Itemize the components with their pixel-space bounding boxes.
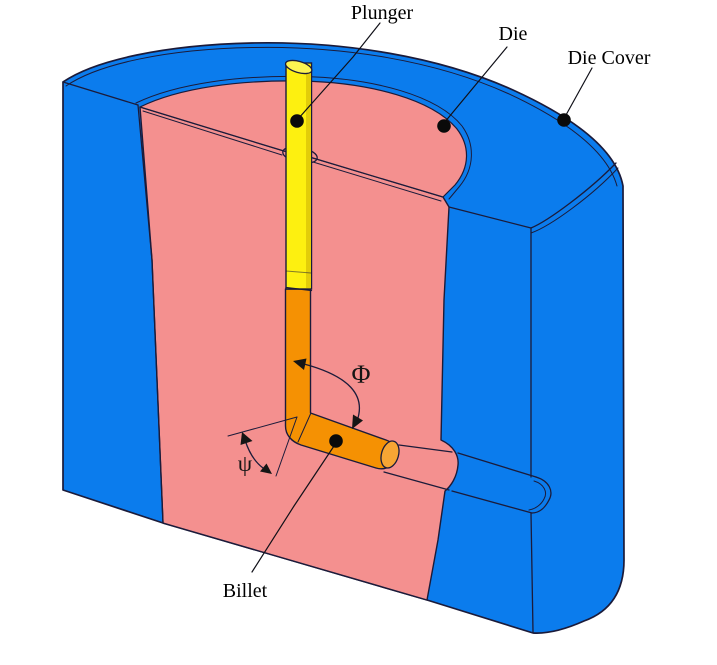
die-cover-marker-dot xyxy=(557,113,571,127)
exit-channel-pink-upper-line xyxy=(398,444,453,453)
plunger-top-cap xyxy=(284,59,313,75)
exit-channel-end-cap-outer xyxy=(531,476,552,514)
exit-channel-end-cap-inner xyxy=(528,480,547,511)
billet-label: Billet xyxy=(223,580,268,602)
exit-channel-groove-lower-line xyxy=(451,490,533,514)
cover-front-vertical-edge-lower xyxy=(530,512,534,633)
billet-bend-crease-line xyxy=(297,413,311,443)
plunger-label: Plunger xyxy=(351,2,414,24)
exit-channel-pink-lower-line xyxy=(383,471,450,491)
billet-marker-dot xyxy=(329,434,343,448)
psi-ray-lower xyxy=(275,416,298,477)
billet-end-cap xyxy=(380,440,400,469)
die-cover-label: Die Cover xyxy=(568,47,651,69)
exit-channel-groove-upper-line xyxy=(457,452,537,478)
die-cover-leader-line xyxy=(565,67,593,116)
plunger-billet-joint-line xyxy=(285,286,313,292)
cover-top-front-edge-line xyxy=(530,162,617,229)
phi-symbol: Φ xyxy=(351,360,370,389)
plunger-shape xyxy=(284,59,313,292)
plunger-channel-step-line xyxy=(285,270,312,274)
die-marker-dot xyxy=(437,119,451,133)
top-cut-edge-left-inner xyxy=(142,110,283,156)
phi-angle-annotation: Φ xyxy=(293,358,371,429)
billet-leader-line xyxy=(251,445,335,573)
psi-arrowhead-upper xyxy=(240,432,253,445)
psi-ray-upper xyxy=(227,416,298,437)
psi-arrowhead-lower xyxy=(260,463,272,474)
cover-top-front-edge-inner-line xyxy=(530,167,619,234)
left-face-inner-edge xyxy=(137,104,164,524)
psi-angle-annotation: ψ xyxy=(227,416,298,477)
plunger-leader-line xyxy=(297,22,381,120)
left-face-top-edge xyxy=(62,81,139,106)
phi-arc xyxy=(303,363,361,422)
die-label: Die xyxy=(499,23,528,45)
plunger-side-face xyxy=(306,65,311,288)
phi-arrowhead-lower xyxy=(352,414,363,429)
top-cut-edge-right-inner xyxy=(312,161,442,202)
die-leader-line xyxy=(443,46,508,124)
psi-symbol: ψ xyxy=(238,451,253,476)
phi-arrowhead-upper xyxy=(293,358,307,370)
right-face-top-edge xyxy=(448,206,532,229)
die-seat-lip-line xyxy=(135,75,472,200)
cover-rim-chamfer-line xyxy=(65,46,618,187)
plunger-marker-dot xyxy=(290,114,304,128)
